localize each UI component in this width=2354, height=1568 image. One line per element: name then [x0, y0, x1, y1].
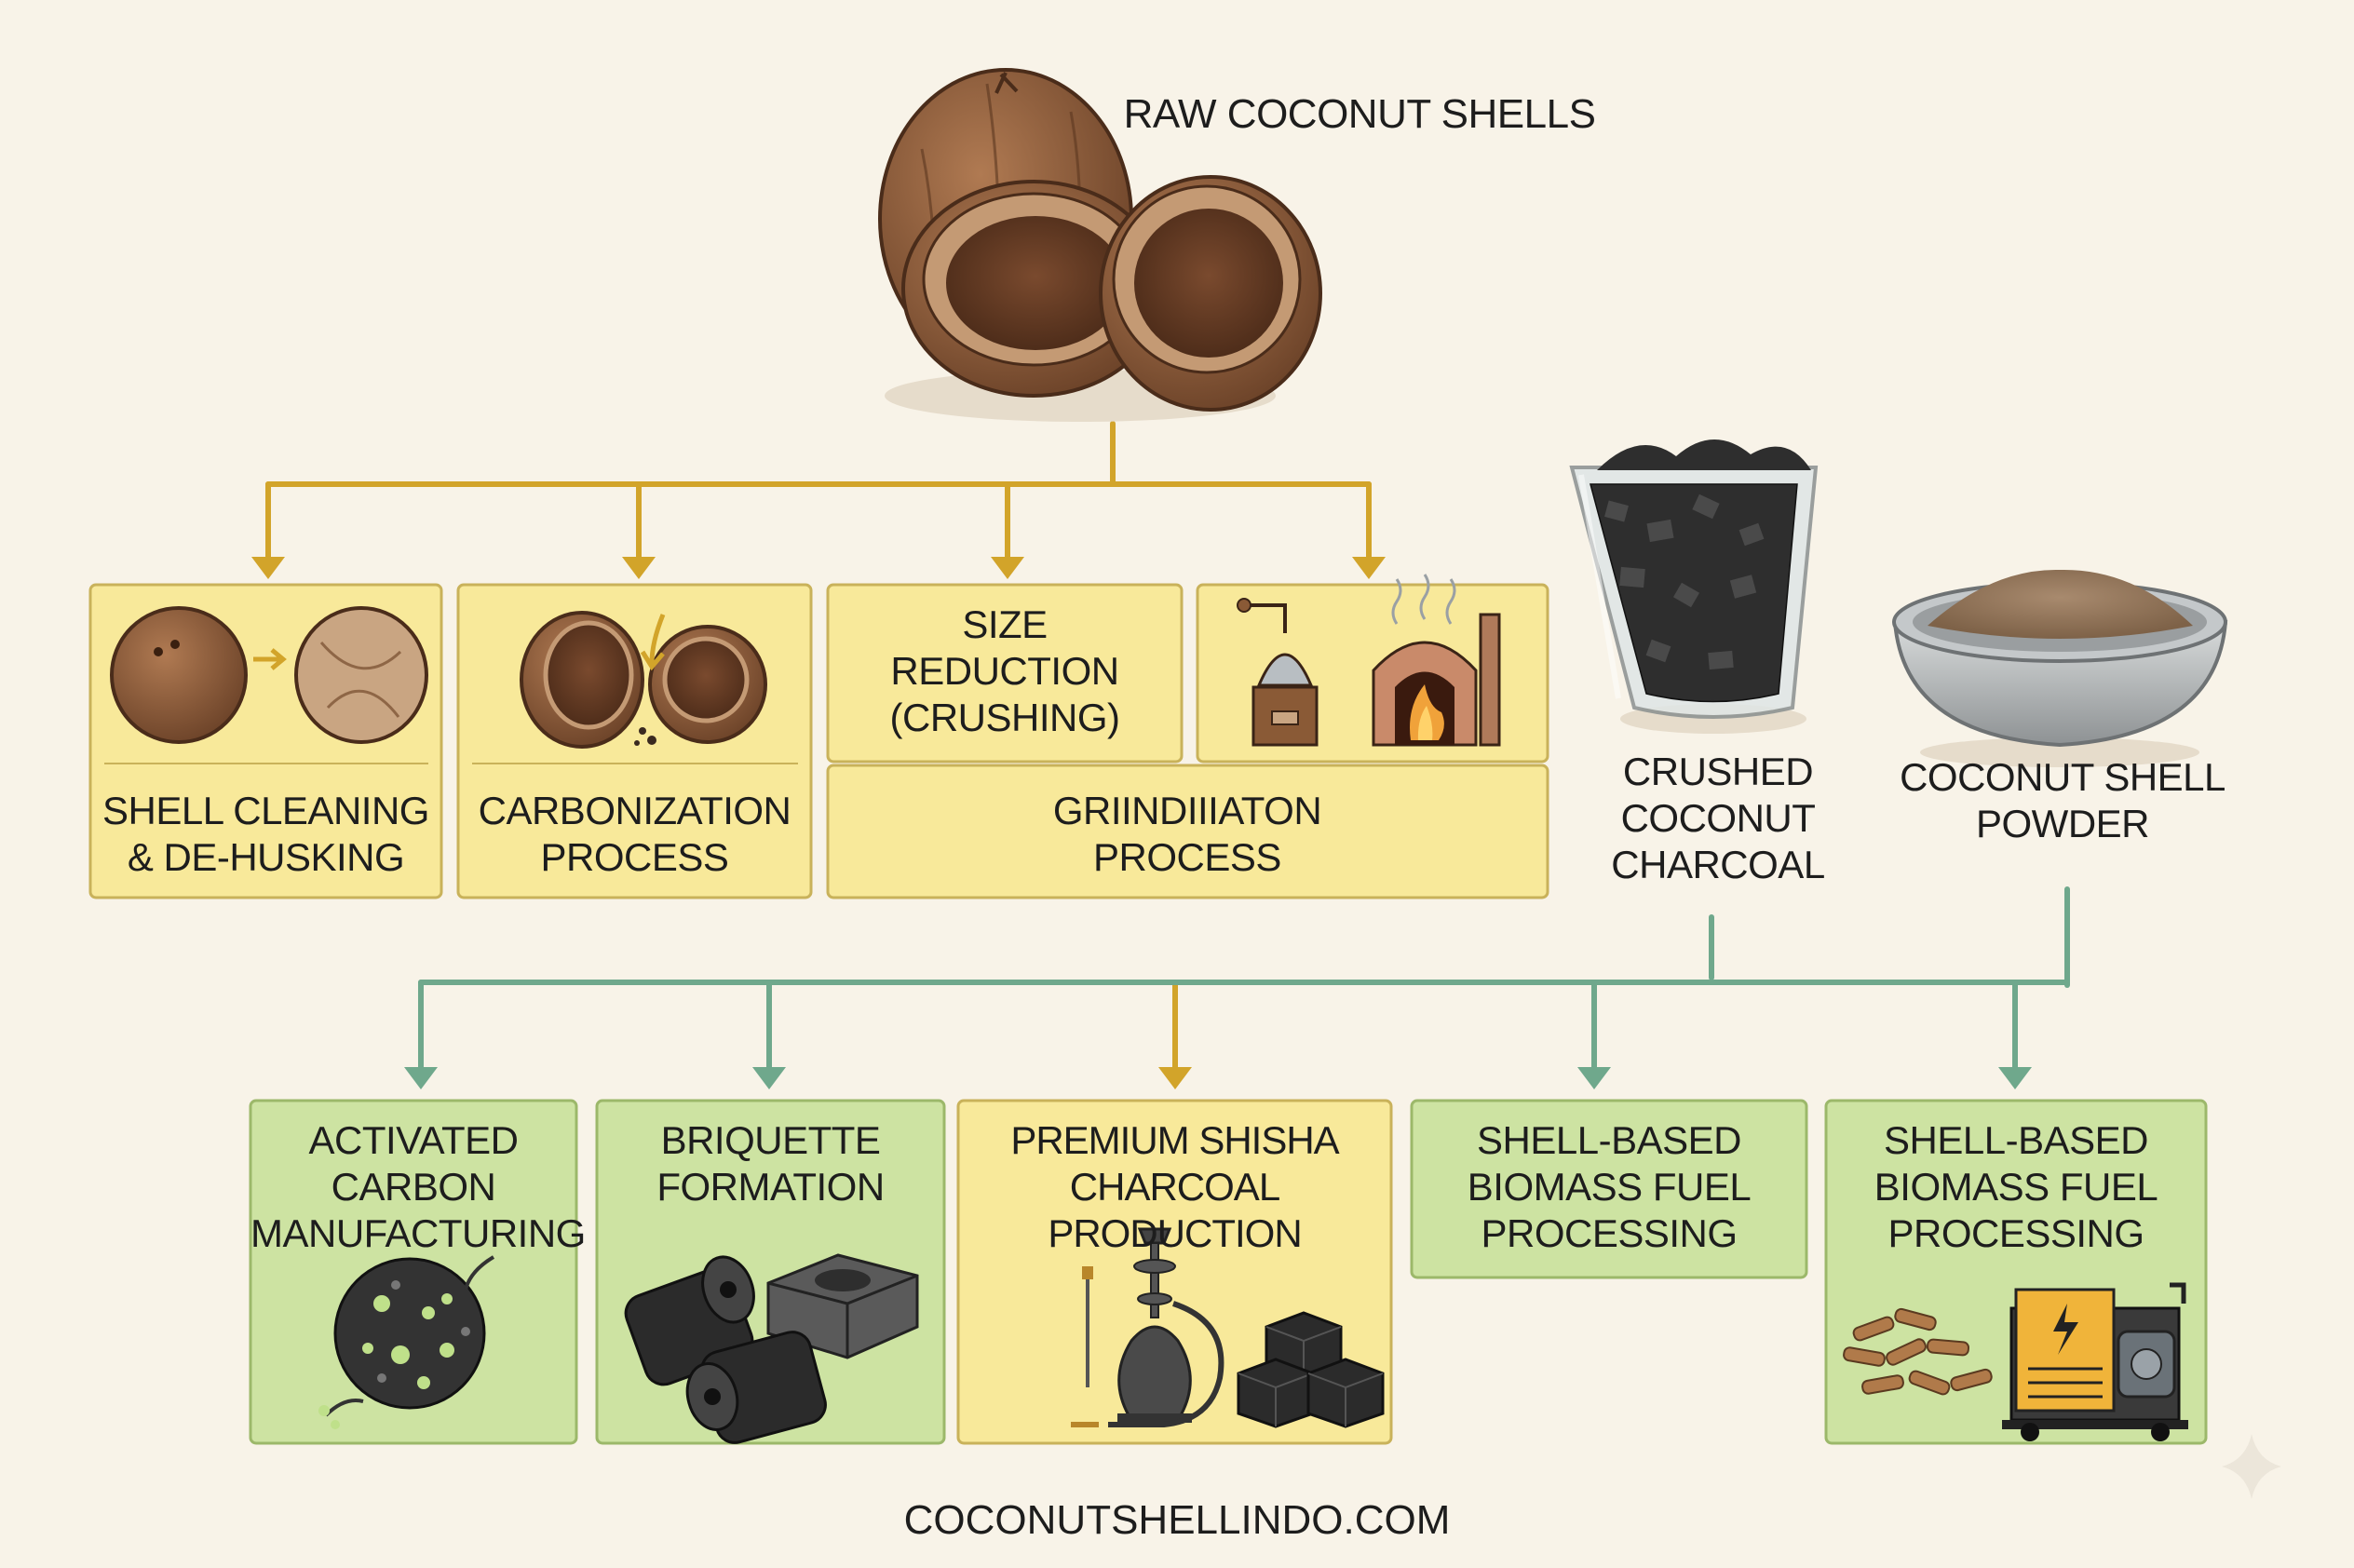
down-arrow-icon — [640, 614, 666, 671]
raw-coconut-icon — [878, 68, 1322, 422]
intermediate-label-crushed-charcoal: CRUSHED COCONUT CHARCOAL — [1611, 750, 1825, 886]
product-box-shisha — [956, 1099, 1393, 1445]
raw-coconut-shells-label: RAW COCONUT SHELLS — [1123, 91, 1596, 137]
generator-icon — [2002, 1282, 2188, 1441]
powder-bowl-icon — [1892, 569, 2228, 767]
process-label-size-reduction: SIZE REDUCTION (CRUSHING) — [889, 602, 1120, 739]
sparkle-icon — [2222, 1434, 2281, 1499]
hookah-icon — [1071, 1227, 1224, 1427]
footer-website: COCONUTSHELLINDO.COM — [903, 1497, 1451, 1543]
product-box-biomass-1 — [1410, 1099, 1808, 1279]
gold-connectors — [265, 421, 1372, 1072]
process-label-carbonization: CARBONIZATION PROCESS — [478, 789, 791, 879]
arrow-right-icon — [253, 648, 287, 670]
intermediate-label-shell-powder: COCONUT SHELL POWDER — [1900, 755, 2225, 845]
green-arrowheads — [404, 1067, 2032, 1089]
split-coconut-icon — [520, 611, 767, 749]
charcoal-cubes-icon — [1237, 1311, 1385, 1428]
process-box-cleaning — [88, 583, 443, 899]
porous-carbon-icon — [318, 1255, 495, 1429]
product-box-briquette — [595, 1099, 946, 1445]
product-box-biomass-2 — [1824, 1099, 2208, 1445]
process-label-cleaning: SHELL CLEANING & DE-HUSKING — [102, 789, 429, 879]
process-box-carbonization — [456, 583, 813, 899]
briquette-icon — [624, 1253, 919, 1444]
process-box-grinding-top — [1196, 574, 1549, 764]
product-label-biomass-2: SHELL-BASED BIOMASS FUEL PROCESSING — [1874, 1118, 2158, 1255]
product-label-shisha: PREMIUM SHISHA CHARCOAL PRODUCTION — [1010, 1118, 1339, 1255]
coconut-icon — [110, 606, 248, 744]
coffee-grinder-icon — [1237, 598, 1319, 747]
charcoal-glass-icon — [1569, 439, 1819, 734]
process-box-grinding-bottom — [826, 764, 1549, 899]
kiln-fire-icon — [1372, 574, 1501, 747]
product-label-biomass-1: SHELL-BASED BIOMASS FUEL PROCESSING — [1467, 1118, 1752, 1255]
product-label-activated-carbon: ACTIVATED CARBON MANUFACTURING — [250, 1118, 586, 1255]
gold-arrowheads — [251, 557, 1386, 1089]
dehusked-coconut-icon — [294, 606, 428, 744]
process-label-grinding: GRIINDIIIATON PROCESS — [1052, 789, 1322, 879]
product-label-briquette: BRIQUETTE FORMATION — [656, 1118, 885, 1209]
wood-pellets-icon — [1843, 1307, 1993, 1396]
green-connectors — [418, 886, 2070, 1072]
process-box-size-reduction — [826, 583, 1184, 764]
product-box-activated-carbon — [249, 1099, 578, 1445]
